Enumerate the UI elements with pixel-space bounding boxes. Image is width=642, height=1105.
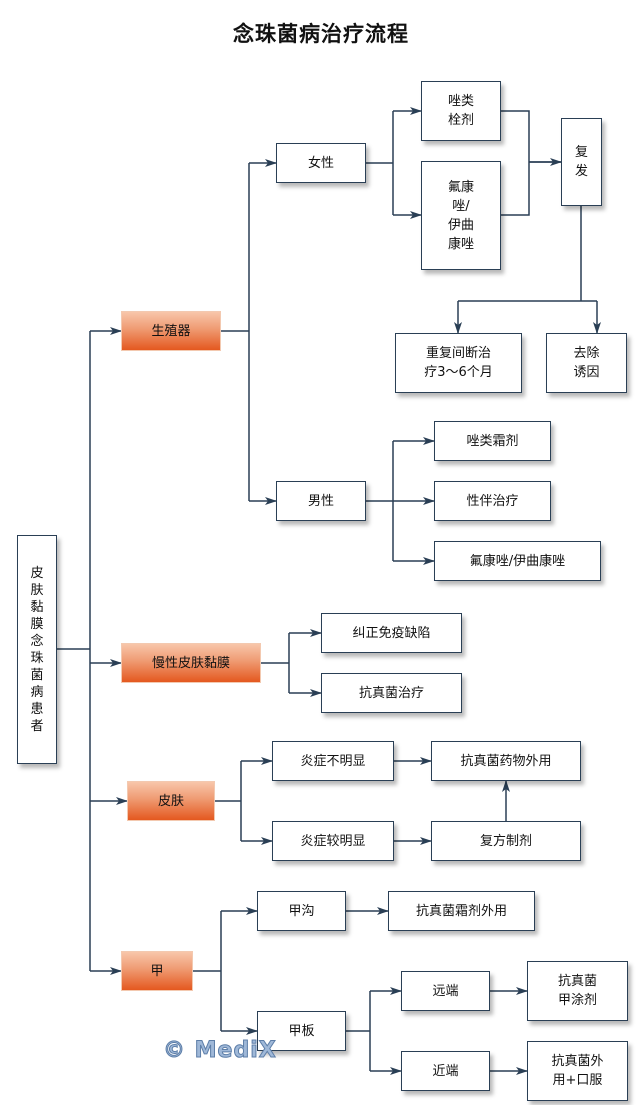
connector-male-split — [366, 441, 394, 561]
medix-watermark: © MediX — [163, 1038, 277, 1064]
connector-chronic-split — [261, 633, 290, 693]
category-chronic-mucocutaneous: 慢性皮肤黏膜 — [121, 643, 261, 683]
connector-skin-split — [215, 761, 242, 841]
remove-cause-box: 去除 诱因 — [546, 333, 627, 393]
male-box: 男性 — [276, 481, 366, 521]
connector-genital-split — [221, 163, 250, 501]
category-nail: 甲 — [121, 951, 193, 991]
category-skin: 皮肤 — [127, 781, 215, 821]
connector-merge-to-relapse — [501, 110, 561, 216]
connector-female-split — [366, 111, 394, 215]
female-box: 女性 — [276, 143, 366, 183]
connector-nail-split — [193, 911, 222, 1031]
diagram-title: 念珠菌病治疗流程 — [233, 22, 409, 46]
antifungal-therapy-box: 抗真菌治疗 — [321, 673, 462, 713]
compound-preparation-box: 复方制剂 — [431, 821, 581, 861]
root-patient-box: 皮 肤 黏 膜 念 珠 菌 病 患 者 — [17, 535, 57, 764]
azole-cream-box: 唑类霜剂 — [434, 421, 551, 461]
azole-suppository-box: 唑类 栓剂 — [421, 81, 501, 141]
connector-plate-split — [346, 991, 371, 1071]
mild-inflammation-box: 炎症不明显 — [272, 741, 394, 781]
severe-inflammation-box: 炎症较明显 — [272, 821, 394, 861]
nail-lacquer-box: 抗真菌 甲涂剂 — [527, 961, 628, 1021]
partner-treatment-box: 性伴治疗 — [434, 481, 551, 521]
topical-antifungal-box: 抗真菌药物外用 — [431, 741, 581, 781]
topical-plus-oral-box: 抗真菌外 用+口服 — [527, 1041, 628, 1101]
nail-fold-box: 甲沟 — [257, 891, 346, 931]
category-genital: 生殖器 — [121, 311, 221, 351]
distal-box: 远端 — [401, 971, 490, 1011]
correct-immunodeficiency-box: 纠正免疫缺陷 — [321, 613, 462, 653]
relapse-box: 复 发 — [561, 118, 602, 206]
proximal-box: 近端 — [401, 1051, 490, 1091]
male-oral-azole-box: 氟康唑/伊曲康唑 — [434, 541, 601, 581]
antifungal-cream-box: 抗真菌霜剂外用 — [388, 891, 535, 931]
connector-relapse-down — [458, 206, 597, 302]
repeat-treatment-box: 重复间断治 疗3～6个月 — [395, 333, 522, 393]
nail-plate-box: 甲板 — [257, 1011, 346, 1051]
fluconazole-itraconazole-box: 氟康 唑/ 伊曲 康唑 — [421, 161, 501, 270]
